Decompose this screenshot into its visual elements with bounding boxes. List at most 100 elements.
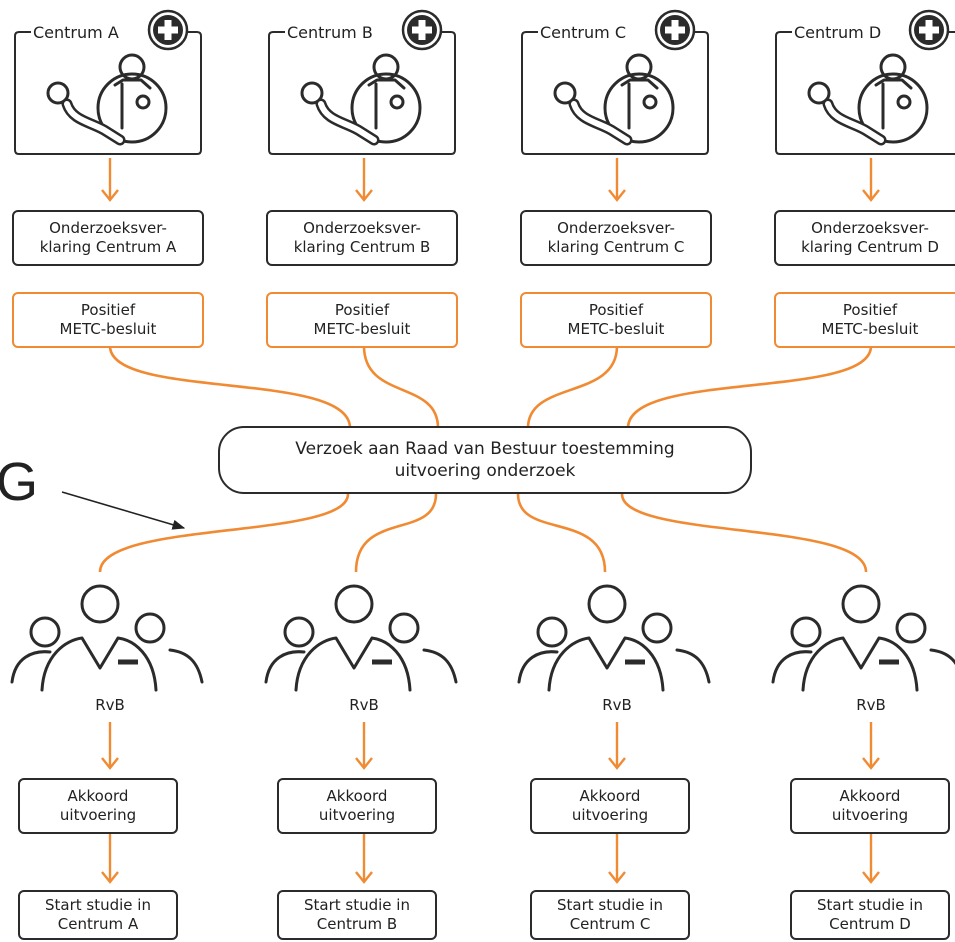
rvb-label: RvB (349, 696, 379, 714)
arrow-down-icon (862, 158, 880, 202)
declaration-box: Onderzoeksver-klaring Centrum D (774, 210, 955, 266)
arrow-down-icon (101, 834, 119, 884)
metc-decision-box-line-2: METC-besluit (821, 320, 919, 338)
start-study-box-line-2: Centrum D (829, 915, 911, 933)
arrow-down-icon (608, 158, 626, 202)
connectors (98, 158, 880, 884)
approval-box-line-2: uitvoering (59, 806, 137, 824)
doctor-patient-icon (553, 53, 675, 146)
approval-box-line-1: Akkoord (326, 787, 388, 805)
start-study-box-line-2: Centrum C (569, 915, 651, 933)
declaration-box: Onderzoeksver-klaring Centrum C (520, 210, 712, 266)
doctor-patient-icon (807, 53, 929, 146)
icons-layer (10, 9, 955, 692)
centre-frame (521, 31, 709, 155)
declaration-box-line-2: klaring Centrum D (801, 238, 939, 256)
declaration-box-line-1: Onderzoeksver- (811, 219, 929, 237)
merge-connector (108, 345, 352, 429)
arrow-down-icon (101, 158, 119, 202)
approval-box-line-1: Akkoord (67, 787, 129, 805)
central-request-line-2: uitvoering onderzoek (394, 461, 576, 481)
start-study-box-line-2: Centrum B (316, 915, 398, 933)
annotation-arrow (61, 491, 186, 530)
arrow-down-icon (355, 158, 373, 202)
group-people-icon (10, 584, 204, 692)
group-people-icon (517, 584, 711, 692)
arrow-down-icon (355, 834, 373, 884)
merge-connector (626, 345, 873, 429)
arrow-down-icon (862, 722, 880, 770)
declaration-box-line-1: Onderzoeksver- (303, 219, 421, 237)
rvb-label: RvB (95, 696, 125, 714)
metc-decision-box-line-2: METC-besluit (59, 320, 157, 338)
merge-connector (362, 345, 440, 429)
approval-box-line-1: Akkoord (839, 787, 901, 805)
doctor-patient-icon (46, 53, 168, 146)
declaration-box-line-1: Onderzoeksver- (49, 219, 167, 237)
start-study-box-line-1: Start studie in (817, 896, 923, 914)
approval-box-line-2: uitvoering (571, 806, 649, 824)
group-people-icon (264, 584, 458, 692)
centre-frames (14, 31, 955, 155)
metc-decision-box-line-2: METC-besluit (567, 320, 665, 338)
approval-box-line-2: uitvoering (318, 806, 396, 824)
centre-frame (775, 31, 955, 155)
medical-cross-icon (401, 9, 443, 51)
metc-decision-box-line-1: Positief (842, 301, 898, 319)
arrow-down-icon (608, 834, 626, 884)
metc-decision-box-line-2: METC-besluit (313, 320, 411, 338)
central-request-line-1: Verzoek aan Raad van Bestuur toestemming (295, 439, 675, 459)
approval-box-line-1: Akkoord (579, 787, 641, 805)
merge-connector (526, 345, 619, 429)
split-connector (516, 493, 607, 573)
medical-cross-icon (908, 9, 950, 51)
start-study-box-line-1: Start studie in (557, 896, 663, 914)
declaration-box-line-1: Onderzoeksver- (557, 219, 675, 237)
centre-label: Centrum B (285, 23, 375, 43)
rvb-label: RvB (602, 696, 632, 714)
centre-frame (14, 31, 202, 155)
declaration-box-line-2: klaring Centrum A (39, 238, 177, 256)
medical-cross-icon (147, 9, 189, 51)
medical-cross-icon (654, 9, 696, 51)
metc-decision-box-line-1: Positief (588, 301, 644, 319)
declaration-box-line-2: klaring Centrum B (293, 238, 431, 256)
centre-label: Centrum D (792, 23, 884, 43)
doctor-patient-icon (300, 53, 422, 146)
split-connector (98, 493, 350, 573)
split-connector (620, 493, 868, 573)
arrow-down-icon (608, 722, 626, 770)
centre-label: Centrum A (31, 23, 121, 43)
centre-label: Centrum C (538, 23, 628, 43)
central-request-box: Verzoek aan Raad van Bestuur toestemming… (218, 426, 752, 494)
approval-box-line-2: uitvoering (831, 806, 909, 824)
metc-decision-box-line-1: Positief (80, 301, 136, 319)
annotation-label: VG (0, 452, 39, 512)
arrow-down-icon (101, 722, 119, 770)
declaration-box-line-2: klaring Centrum C (547, 238, 685, 256)
metc-decision-box-line-1: Positief (334, 301, 390, 319)
start-study-box-line-2: Centrum A (57, 915, 139, 933)
arrow-down-icon (862, 834, 880, 884)
centre-frame (268, 31, 456, 155)
declaration-box: Onderzoeksver-klaring Centrum A (12, 210, 204, 266)
arrow-down-icon (355, 722, 373, 770)
declaration-box: Onderzoeksver-klaring Centrum B (266, 210, 458, 266)
split-connector (354, 493, 438, 573)
start-study-box-line-1: Start studie in (304, 896, 410, 914)
group-people-icon (771, 584, 955, 692)
rvb-label: RvB (856, 696, 886, 714)
